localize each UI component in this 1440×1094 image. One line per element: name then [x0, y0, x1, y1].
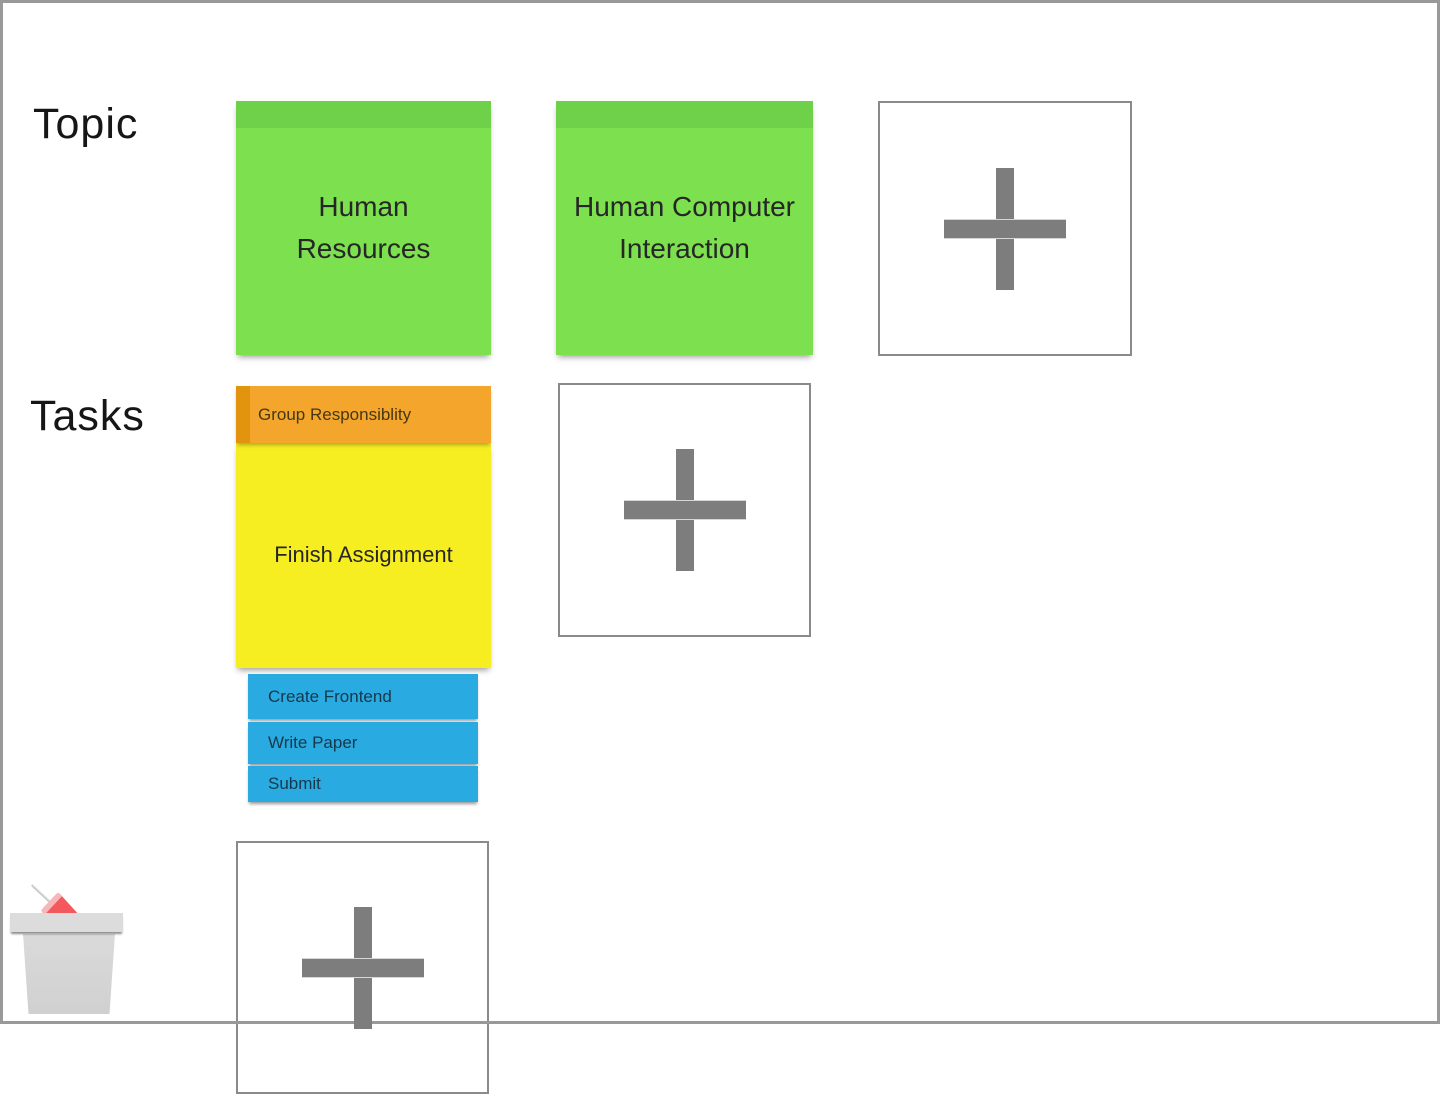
pushpin-icon	[18, 870, 92, 943]
trash-bucket	[23, 934, 115, 1014]
trash-lid	[10, 913, 123, 932]
note-text: Human Computer Interaction	[574, 191, 795, 264]
add-task-button[interactable]	[558, 383, 811, 637]
subtask-label: Submit	[268, 774, 321, 793]
subtask-strip-2[interactable]: Write Paper	[248, 722, 478, 764]
sticky-note-task-main[interactable]: Finish Assignment	[236, 443, 491, 668]
task-group-tab[interactable]: Group Responsiblity	[236, 386, 491, 443]
row-label-topic: Topic	[33, 100, 139, 148]
subtask-label: Write Paper	[268, 733, 358, 752]
subtask-strip-3[interactable]: Submit	[248, 766, 478, 802]
tab-left-strip	[236, 386, 250, 443]
note-text: Human Resources	[296, 191, 431, 264]
sticky-note-topic-2[interactable]: Human Computer Interaction	[556, 101, 813, 355]
add-row-button[interactable]	[236, 841, 489, 1094]
note-top-strip	[556, 101, 813, 128]
plus-icon	[301, 906, 424, 1029]
plus-icon	[623, 449, 746, 571]
row-label-tasks: Tasks	[30, 392, 145, 440]
subtask-strip-1[interactable]: Create Frontend	[248, 674, 478, 719]
subtask-label: Create Frontend	[268, 686, 392, 706]
add-topic-button[interactable]	[878, 101, 1132, 356]
note-top-strip	[236, 101, 491, 128]
note-text: Finish Assignment	[274, 542, 453, 568]
pushpin-needle	[30, 883, 52, 904]
tab-label: Group Responsiblity	[258, 405, 412, 424]
sticky-note-topic-1[interactable]: Human Resources	[236, 101, 491, 355]
plus-icon	[944, 167, 1066, 290]
trash-icon[interactable]	[10, 882, 128, 1016]
